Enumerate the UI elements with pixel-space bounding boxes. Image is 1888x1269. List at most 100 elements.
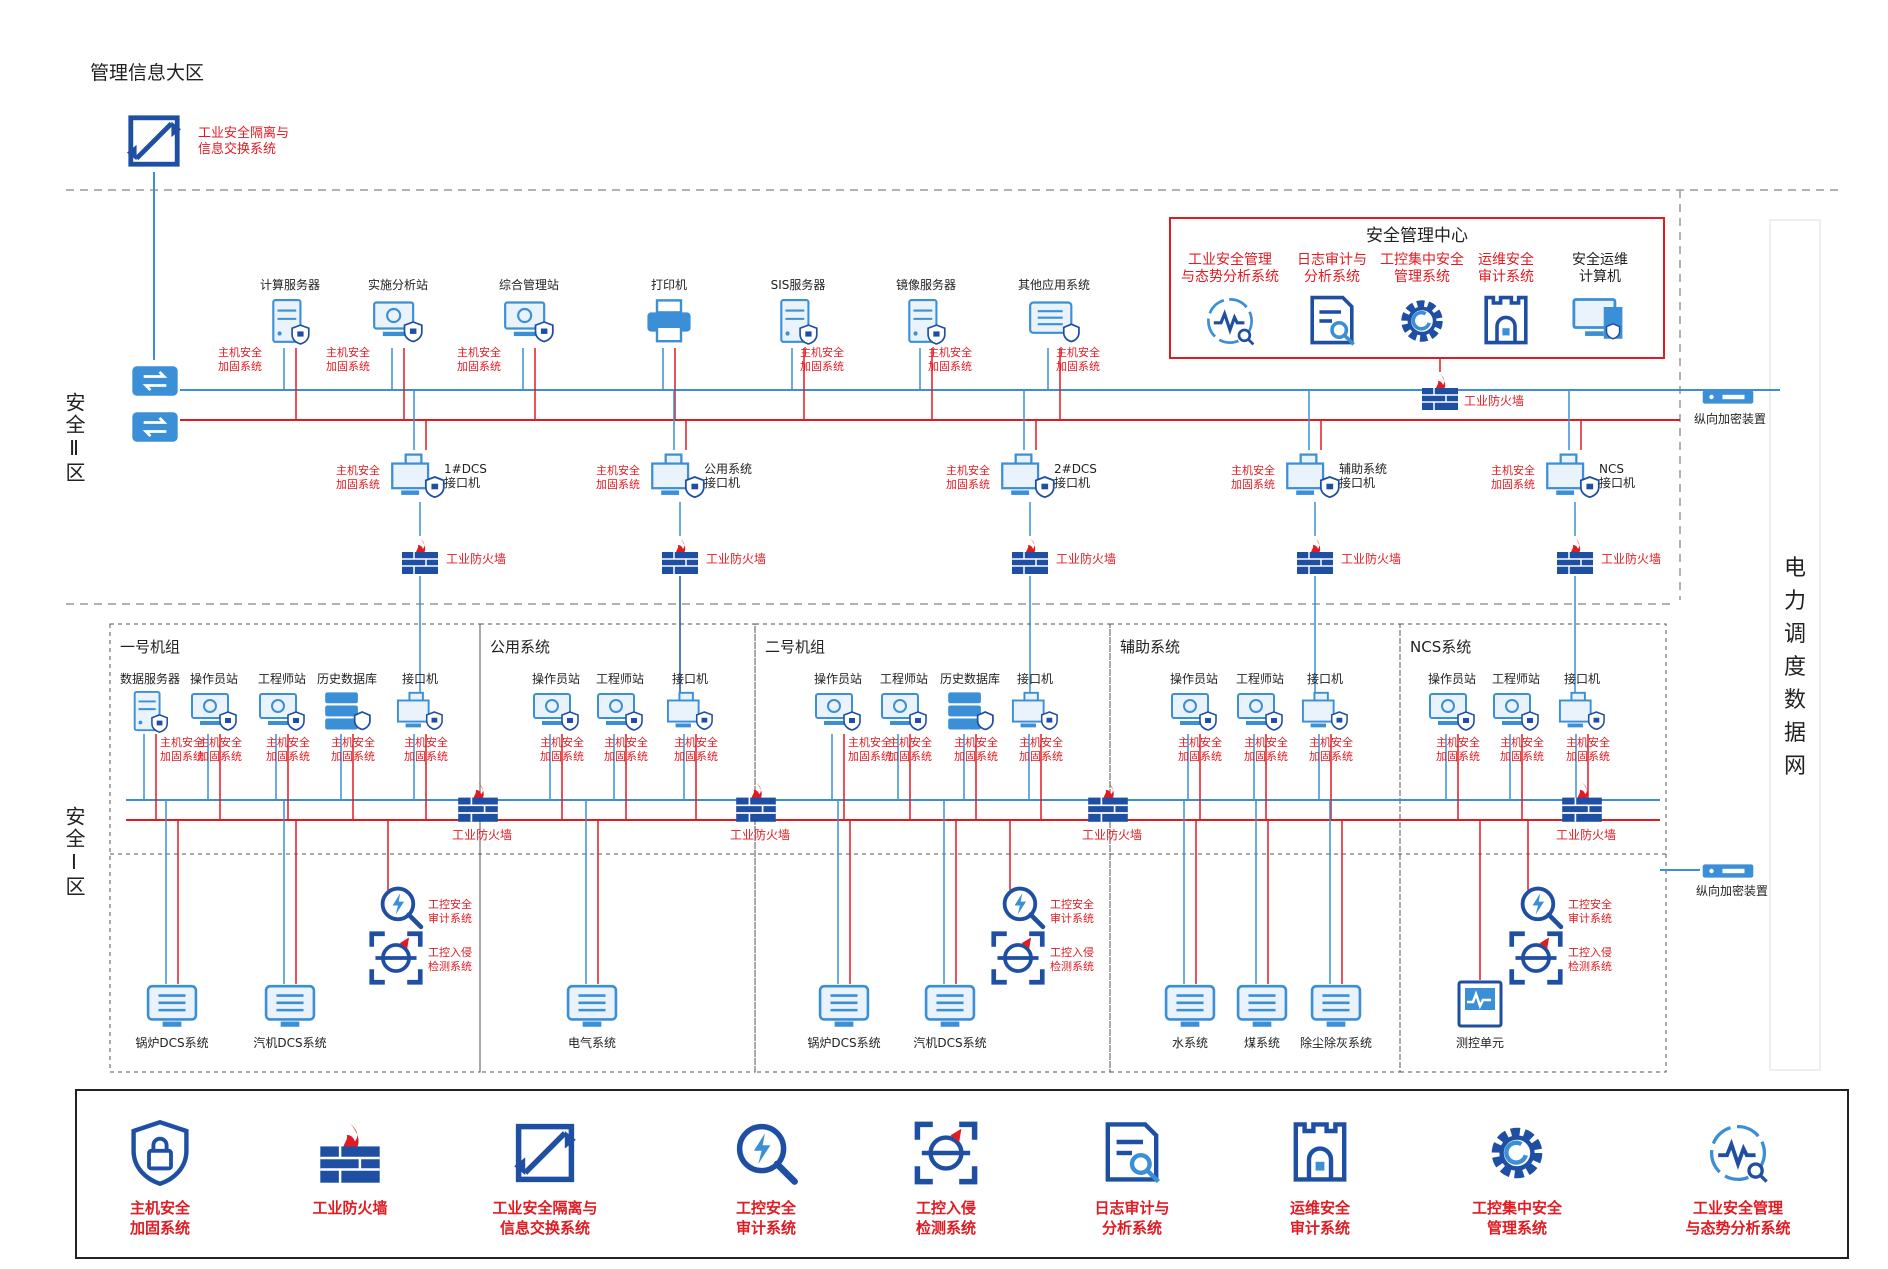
firewall-label: 工业防火墙 [706, 552, 767, 566]
host-hardening-label: 主机安全 加固系统 [848, 736, 892, 763]
host-hardening-label: 主机安全 加固系统 [596, 464, 640, 491]
zone2-device-label: 计算服务器 [259, 278, 321, 292]
unit-title: 二号机组 [765, 638, 826, 656]
smc-item-label: 安全运维 计算机 [1572, 252, 1628, 285]
bus-firewall-icon [735, 781, 777, 823]
field-system-icon [1164, 984, 1216, 1029]
host-hardening-label: 主机安全 加固系统 [888, 736, 932, 763]
unit-device-label: 工程师站 [1491, 672, 1541, 686]
ics-audit-icon [1523, 889, 1561, 927]
encryptor-icon [1702, 864, 1754, 878]
legend-label: 工业防火墙 [312, 1199, 388, 1217]
unit-device-icon [880, 692, 928, 732]
zone2-label: 安全Ⅱ区 [62, 392, 86, 484]
firewall-label: 工业防火墙 [730, 828, 791, 842]
log-audit-icon [1310, 295, 1356, 347]
legend-audit-search-icon [740, 1127, 795, 1182]
unit-device-icon [1236, 692, 1284, 732]
ics-audit-label: 工控安全 审计系统 [428, 898, 472, 925]
mgmt-zone-title: 管理信息大区 [90, 62, 205, 84]
situation-analysis-icon [1206, 297, 1256, 347]
legend-ops-audit-icon [1296, 1124, 1344, 1179]
zone2-switch-icon [130, 364, 180, 398]
unit-device-label: 接口机 [401, 672, 439, 686]
ics-audit-icon [383, 889, 421, 927]
unit-device-label: 接口机 [1563, 672, 1601, 686]
legend-label: 工控集中安全 管理系统 [1471, 1199, 1562, 1237]
legend-label: 工控安全 审计系统 [735, 1199, 796, 1237]
host-hardening-label: 主机安全 加固系统 [800, 346, 844, 373]
host-hardening-label: 主机安全 加固系统 [954, 736, 998, 763]
field-system-icon [924, 984, 976, 1029]
workstation-icon [372, 301, 424, 343]
zone2-device-label: 其他应用系统 [1017, 278, 1091, 292]
host-hardening-label: 主机安全 加固系统 [1566, 736, 1610, 763]
rtu-icon [1457, 980, 1503, 1028]
field-system-icon [566, 984, 618, 1029]
ics-ids-label: 工控入侵 检测系统 [1568, 946, 1612, 973]
field-system-icon [264, 984, 316, 1029]
field-system-label: 电气系统 [567, 1036, 617, 1050]
field-system-label: 汽机DCS系统 [253, 1036, 327, 1050]
server-icon [908, 298, 947, 346]
zone2-switch-icon [130, 410, 180, 444]
host-hardening-label: 主机安全 加固系统 [404, 736, 448, 763]
zone2-device-label: 实施分析站 [367, 278, 429, 292]
legend-intrusion-detect-icon [917, 1124, 974, 1181]
workstation-icon [503, 301, 555, 343]
interface-computer-icon [1546, 453, 1600, 499]
host-hardening-label: 主机安全 加固系统 [946, 464, 990, 491]
ops-audit-icon [1484, 295, 1528, 345]
unit-device-icon [1492, 692, 1540, 732]
interface-computer-icon [1001, 453, 1055, 499]
legend-log-audit-icon [1108, 1124, 1159, 1181]
unit-device-label: 工程师站 [879, 672, 929, 686]
ics-ids-label: 工控入侵 检测系统 [1050, 946, 1094, 973]
host-hardening-label: 主机安全 加固系统 [1019, 736, 1063, 763]
unit-device-label: 操作员站 [531, 672, 581, 686]
dispatch-network-label: 电力调度数据网 [1783, 556, 1806, 779]
central-management-icon [1405, 304, 1439, 338]
host-hardening-label: 主机安全 加固系统 [326, 346, 370, 373]
unit-device-label: 工程师站 [1235, 672, 1285, 686]
field-system-label: 除尘除灰系统 [1299, 1036, 1373, 1050]
field-system-icon [818, 984, 870, 1029]
legend-label: 运维安全 审计系统 [1289, 1199, 1350, 1237]
interface-computer-icon [1286, 453, 1340, 499]
unit-device-icon [396, 691, 444, 731]
unit-box [109, 623, 481, 1073]
smc-item-label: 工控集中安全 管理系统 [1380, 252, 1464, 285]
unit-device-icon [666, 691, 714, 731]
firewall-label: 工业防火墙 [446, 552, 507, 566]
zone1-label: 安全Ⅰ区 [62, 806, 86, 898]
firewall-label: 工业防火墙 [1082, 828, 1143, 842]
interface-computer-icon [651, 453, 705, 499]
isolation-device-icon [127, 118, 181, 164]
legend-central-management-icon [1496, 1132, 1538, 1174]
ics-ids-label: 工控入侵 检测系统 [428, 946, 472, 973]
host-hardening-label: 主机安全 加固系统 [336, 464, 380, 491]
legend-label: 主机安全 加固系统 [129, 1199, 190, 1237]
host-hardening-label: 主机安全 加固系统 [1309, 736, 1353, 763]
host-hardening-label: 主机安全 加固系统 [1491, 464, 1535, 491]
ics-audit-label: 工控安全 审计系统 [1568, 898, 1612, 925]
host-hardening-label: 主机安全 加固系统 [331, 736, 375, 763]
firewall-label: 工业防火墙 [1556, 828, 1617, 842]
encryptor-label: 纵向加密装置 [1694, 412, 1767, 426]
host-hardening-label: 主机安全 加固系统 [1178, 736, 1222, 763]
unit-device-icon [947, 691, 994, 731]
field-system-label: 煤系统 [1243, 1036, 1281, 1050]
unit-device-label: 操作员站 [813, 672, 863, 686]
host-hardening-label: 主机安全 加固系统 [266, 736, 310, 763]
interface-computer-icon [391, 453, 445, 499]
ics-audit-icon [1005, 889, 1043, 927]
interface-label: 公用系统 接口机 [704, 462, 753, 490]
unit-device-label: 数据服务器 [119, 672, 181, 686]
legend-label: 工业安全隔离与 信息交换系统 [492, 1199, 598, 1237]
field-system-label: 锅炉DCS系统 [135, 1036, 209, 1050]
unit-device-label: 工程师站 [257, 672, 307, 686]
ops-computer-icon [1572, 297, 1625, 341]
smc-item-label: 运维安全 审计系统 [1478, 252, 1534, 285]
zone2-device-label: SIS服务器 [770, 278, 826, 292]
